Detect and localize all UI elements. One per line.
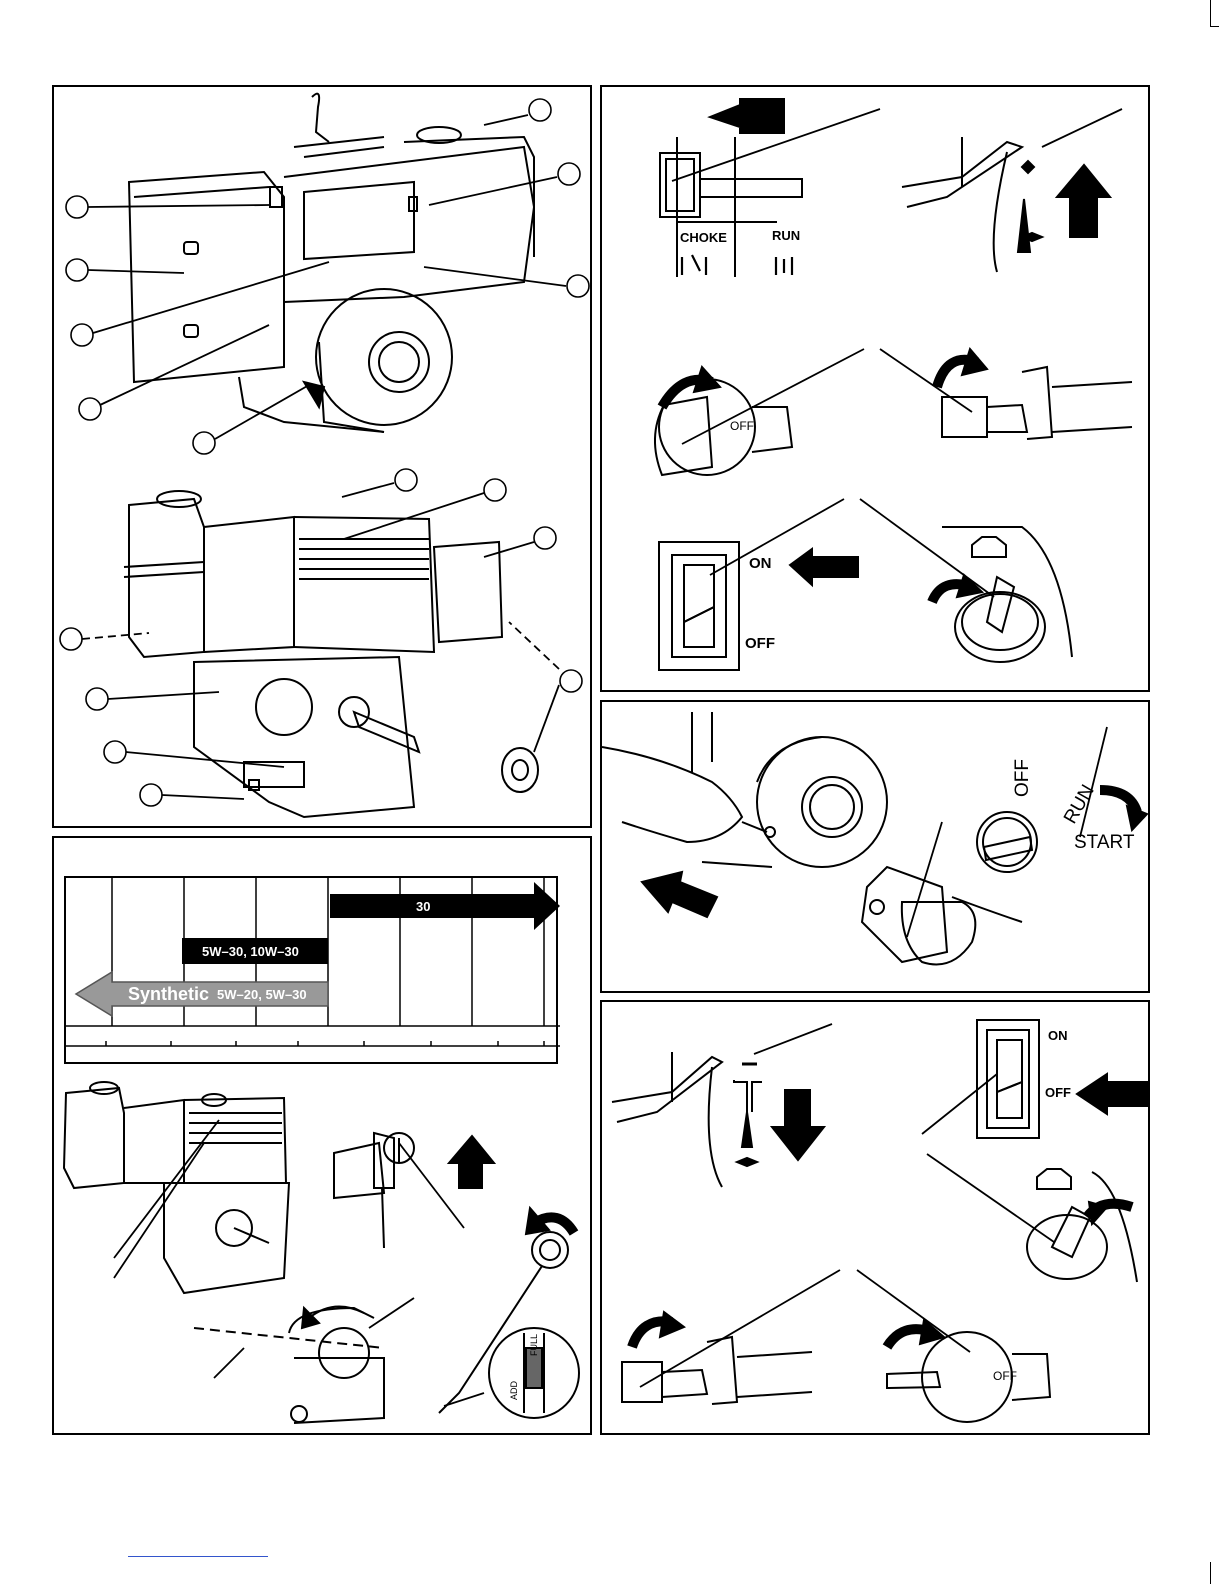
choke-fuel-illustration bbox=[602, 87, 1150, 692]
recoil-starter-drawing bbox=[602, 712, 887, 917]
callout-circles bbox=[60, 99, 589, 806]
crop-mark-top-right bbox=[1210, 0, 1219, 27]
stopping-illustration bbox=[602, 1002, 1150, 1435]
choke-lever-drawing bbox=[660, 99, 880, 277]
footer-rule bbox=[128, 1556, 268, 1557]
switch-off-label: OFF bbox=[745, 635, 775, 652]
engine-oil-fill-drawing bbox=[64, 1082, 289, 1293]
throttle-drawing bbox=[902, 109, 1122, 272]
dipstick-full-label: FULL bbox=[529, 1334, 539, 1356]
engine-top-view bbox=[129, 94, 534, 432]
engine-side-view bbox=[124, 491, 538, 817]
leader-lines-bottom bbox=[82, 483, 559, 799]
engine-controls-illustration bbox=[54, 87, 592, 828]
fuel-shutoff-drawing bbox=[880, 349, 1132, 439]
key-off-drawing bbox=[927, 1154, 1137, 1282]
level-check-drawing bbox=[194, 1298, 414, 1423]
stop-switch-on-label: ON bbox=[1048, 1028, 1068, 1043]
ignition-key-drawing bbox=[860, 499, 1072, 662]
starting-illustration bbox=[602, 702, 1150, 993]
run-label: RUN bbox=[772, 228, 800, 243]
dipstick-add-label: ADD bbox=[509, 1381, 519, 1400]
stop-fuel-valve-off-label: OFF bbox=[993, 1369, 1017, 1383]
leader-lines bbox=[88, 115, 566, 439]
switch-on-label: ON bbox=[749, 555, 772, 572]
panel-starting: OFF RUN START bbox=[600, 700, 1150, 993]
panel-engine-controls bbox=[52, 85, 592, 828]
fuel-shutoff-close-drawing bbox=[622, 1270, 840, 1404]
choke-label: CHOKE bbox=[680, 230, 727, 245]
panel-choke-fuel-switch: CHOKE RUN OFF ON OFF bbox=[600, 85, 1150, 692]
switch-off-drawing bbox=[922, 1020, 1147, 1138]
stop-switch-off-label: OFF bbox=[1045, 1085, 1071, 1100]
fuel-valve-lever-drawing bbox=[655, 349, 864, 475]
fuel-valve-off-label: OFF bbox=[730, 419, 754, 433]
panel-stopping: ON OFF OFF bbox=[600, 1000, 1150, 1435]
oil-check-illustration bbox=[54, 838, 592, 1435]
dipstick-tube-drawing bbox=[334, 1133, 494, 1248]
throttle-slow-drawing bbox=[612, 1024, 832, 1187]
fuel-valve-close-drawing bbox=[857, 1270, 1050, 1422]
crop-mark-bottom-right bbox=[1210, 1562, 1219, 1584]
panel-oil: 30 5W–30, 10W–30 Synthetic 5W–20, 5W–30 bbox=[52, 836, 592, 1435]
key-off-label: OFF bbox=[1012, 759, 1034, 797]
key-start-label: START bbox=[1074, 832, 1135, 854]
